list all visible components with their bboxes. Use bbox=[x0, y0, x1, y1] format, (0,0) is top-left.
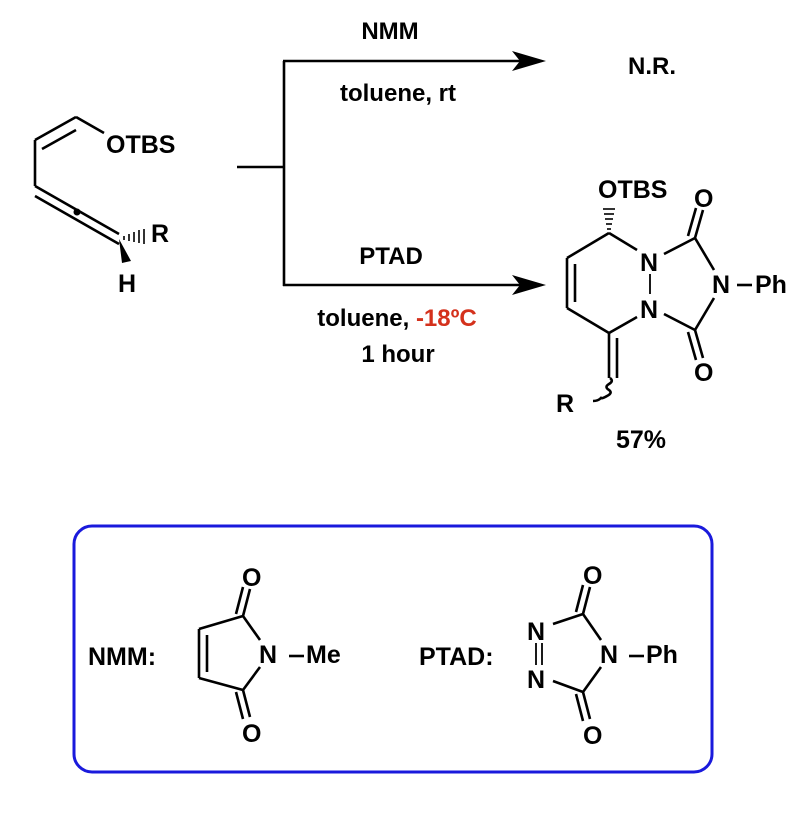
bond bbox=[581, 586, 592, 615]
bond bbox=[693, 329, 705, 359]
bond bbox=[574, 584, 585, 613]
product-yield-label: 57% bbox=[616, 426, 666, 454]
bond bbox=[581, 666, 603, 693]
nmm-me-label: Me bbox=[306, 641, 341, 669]
starting-material: OTBS R H bbox=[33, 115, 175, 298]
bond bbox=[198, 614, 244, 631]
ptad-o-bottom-label: O bbox=[583, 722, 602, 750]
bond bbox=[241, 615, 262, 641]
ptad-n-top-label: N bbox=[527, 618, 545, 646]
arrow-nmm-head bbox=[512, 51, 546, 71]
ptad-n-bottom-label: N bbox=[527, 666, 545, 694]
ptad-o-top-label: O bbox=[583, 562, 602, 590]
nmm-o-top-label: O bbox=[242, 564, 261, 592]
product-o-bottom-label: O bbox=[694, 359, 713, 387]
bond bbox=[41, 128, 77, 151]
sm-otbs-label: OTBS bbox=[106, 131, 175, 159]
bond bbox=[663, 236, 696, 256]
bond bbox=[198, 676, 244, 692]
bond bbox=[566, 231, 610, 260]
hashed-wedge bbox=[123, 229, 145, 244]
product-otbs-label: OTBS bbox=[598, 176, 667, 204]
bond bbox=[663, 312, 696, 332]
bond bbox=[574, 693, 585, 722]
branch-arrows bbox=[237, 51, 546, 295]
bond bbox=[241, 666, 262, 691]
product-r-label: R bbox=[556, 390, 574, 418]
ptad-ph-label: Ph bbox=[646, 641, 678, 669]
nmm-o-bottom-label: O bbox=[242, 720, 261, 748]
arrow-ptad-head bbox=[512, 275, 546, 295]
product-n1-label: N bbox=[640, 249, 658, 277]
bond bbox=[686, 207, 698, 237]
bond bbox=[566, 306, 610, 335]
solid-wedge bbox=[119, 239, 131, 263]
allene-center-dot bbox=[73, 208, 81, 216]
bond bbox=[693, 237, 716, 271]
nmm-reagent-label: NMM bbox=[361, 18, 418, 45]
ptad-n-label: N bbox=[600, 641, 618, 669]
ptad-temperature-text: -18ºC bbox=[416, 305, 477, 332]
bond bbox=[552, 612, 584, 626]
nmm-structure: NMM: O O N Me bbox=[88, 564, 341, 748]
product: OTBS N N R O O N Ph 57% bbox=[556, 176, 787, 454]
bond bbox=[234, 691, 245, 720]
bond bbox=[34, 115, 77, 142]
bond bbox=[241, 689, 252, 718]
no-reaction-label: N.R. bbox=[628, 53, 676, 80]
sm-r-label: R bbox=[151, 220, 169, 248]
bond bbox=[581, 613, 603, 641]
bond bbox=[581, 691, 592, 720]
bond bbox=[241, 588, 252, 617]
bond bbox=[34, 194, 120, 246]
bond bbox=[686, 331, 698, 361]
product-o-top-label: O bbox=[694, 185, 713, 213]
ptad-legend-label: PTAD: bbox=[419, 643, 494, 671]
product-n3-label: N bbox=[712, 271, 730, 299]
bond bbox=[608, 231, 638, 252]
bond bbox=[75, 115, 105, 135]
bond bbox=[552, 679, 584, 694]
ptad-time-label: 1 hour bbox=[361, 341, 434, 368]
wavy-bond bbox=[592, 376, 614, 403]
nmm-legend-label: NMM: bbox=[88, 643, 156, 671]
nmm-n-label: N bbox=[259, 641, 277, 669]
ptad-structure: PTAD: N N O O N Ph bbox=[419, 562, 678, 750]
sm-h-label: H bbox=[118, 270, 136, 298]
reagent-legend-box bbox=[72, 524, 714, 774]
bond bbox=[234, 586, 245, 615]
ptad-reagent-label: PTAD bbox=[359, 243, 423, 270]
product-n2-label: N bbox=[640, 296, 658, 324]
hashed-wedge bbox=[603, 208, 615, 230]
product-ph-label: Ph bbox=[755, 271, 787, 299]
ptad-solvent-text: toluene, bbox=[317, 305, 416, 332]
bond bbox=[608, 315, 638, 335]
ptad-conditions-label: toluene, -18ºC bbox=[317, 305, 476, 332]
bond bbox=[693, 209, 705, 239]
nmm-conditions-label: toluene, rt bbox=[340, 80, 456, 107]
bond bbox=[693, 297, 716, 331]
